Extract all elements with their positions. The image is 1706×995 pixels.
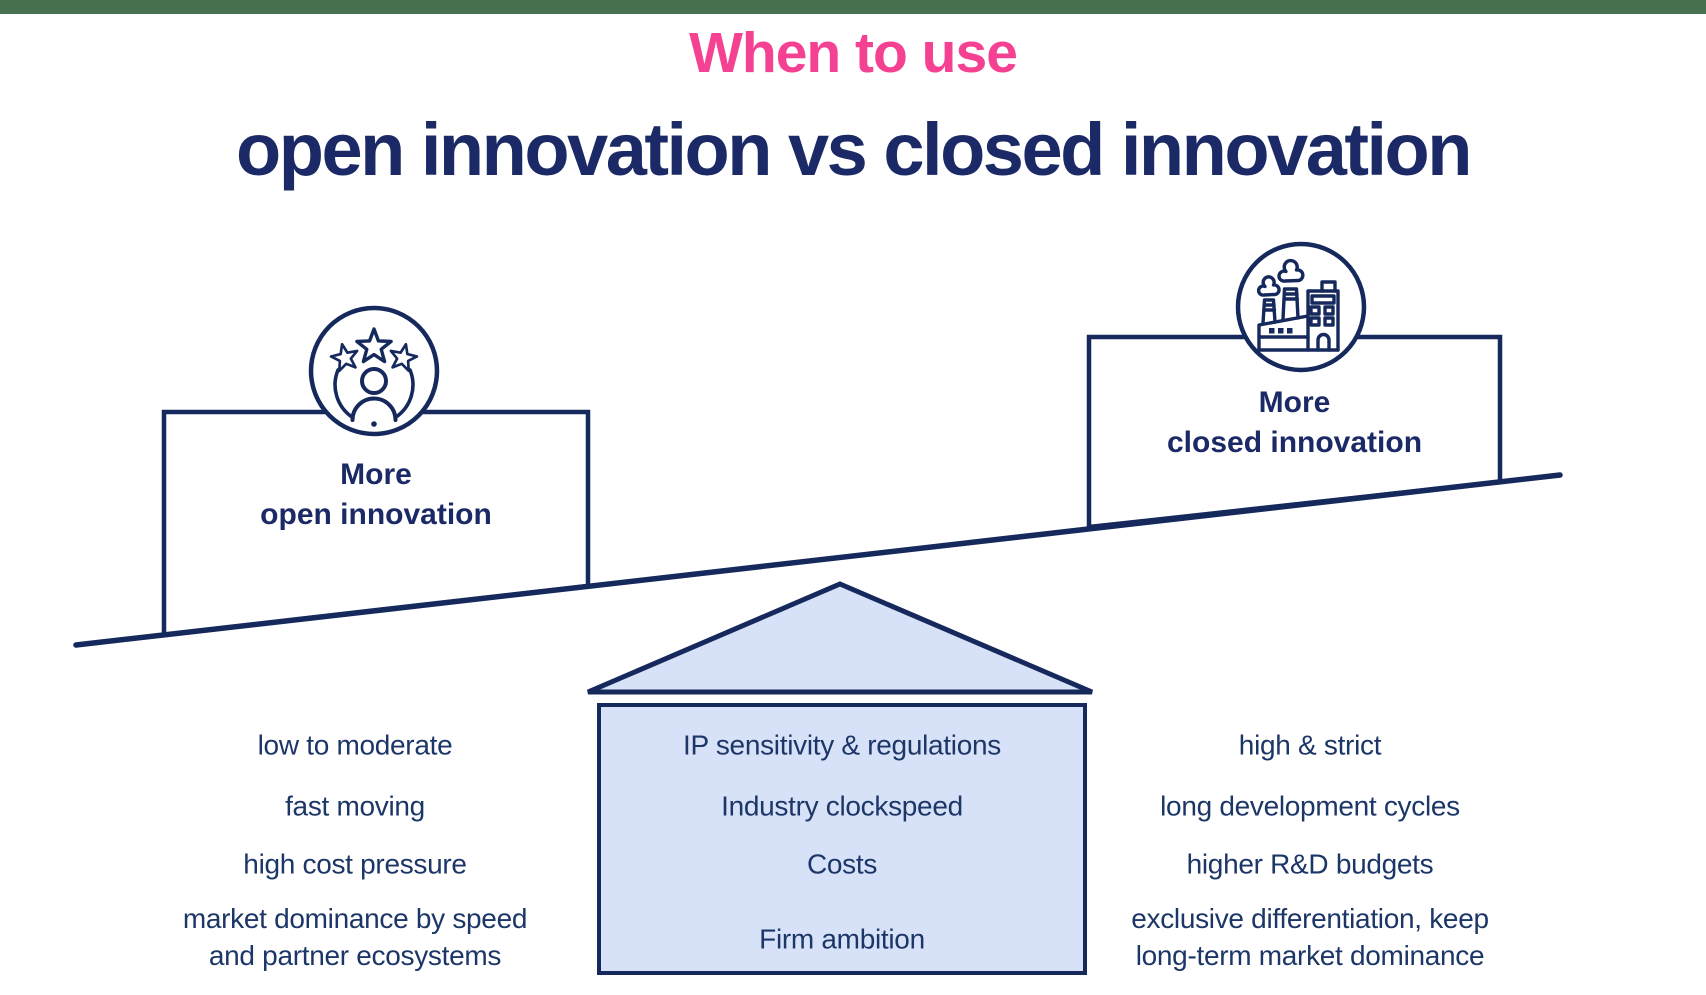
left-value-costs: high cost pressure xyxy=(243,848,467,880)
left-panel-label: More open innovation xyxy=(164,455,588,535)
right-value-ip: high & strict xyxy=(1238,729,1382,761)
criterion-ambition: Firm ambition xyxy=(759,923,925,955)
criterion-costs: Costs xyxy=(806,848,878,880)
right-panel-label: More closed innovation xyxy=(1089,383,1500,463)
right-value-costs: higher R&D budgets xyxy=(1186,848,1434,880)
left-panel-label-line1: More xyxy=(340,458,412,491)
top-accent-bar xyxy=(0,0,1706,14)
right-value-ambition: exclusive differentiation, keep long-ter… xyxy=(1131,903,1489,971)
left-value-ambition: market dominance by speed and partner ec… xyxy=(182,903,528,971)
team-stars-icon xyxy=(308,305,440,437)
right-value-clockspeed: long development cycles xyxy=(1160,790,1460,822)
left-value-ip: low to moderate xyxy=(257,729,453,761)
criterion-clockspeed: Industry clockspeed xyxy=(721,790,963,822)
seesaw-plank xyxy=(73,472,1563,648)
right-panel-label-line2: closed innovation xyxy=(1166,426,1423,459)
page-title: open innovation vs closed innovation xyxy=(236,108,1472,191)
right-panel-label-line1: More xyxy=(1258,386,1331,419)
left-value-clockspeed: fast moving xyxy=(285,790,425,822)
criteria-box xyxy=(597,703,1087,975)
left-panel-label-line2: open innovation xyxy=(260,498,492,531)
kicker-title: When to use xyxy=(689,21,1018,85)
fulcrum-triangle xyxy=(587,581,1093,695)
criterion-ip: IP sensitivity & regulations xyxy=(683,729,1001,761)
factory-icon xyxy=(1235,241,1367,373)
